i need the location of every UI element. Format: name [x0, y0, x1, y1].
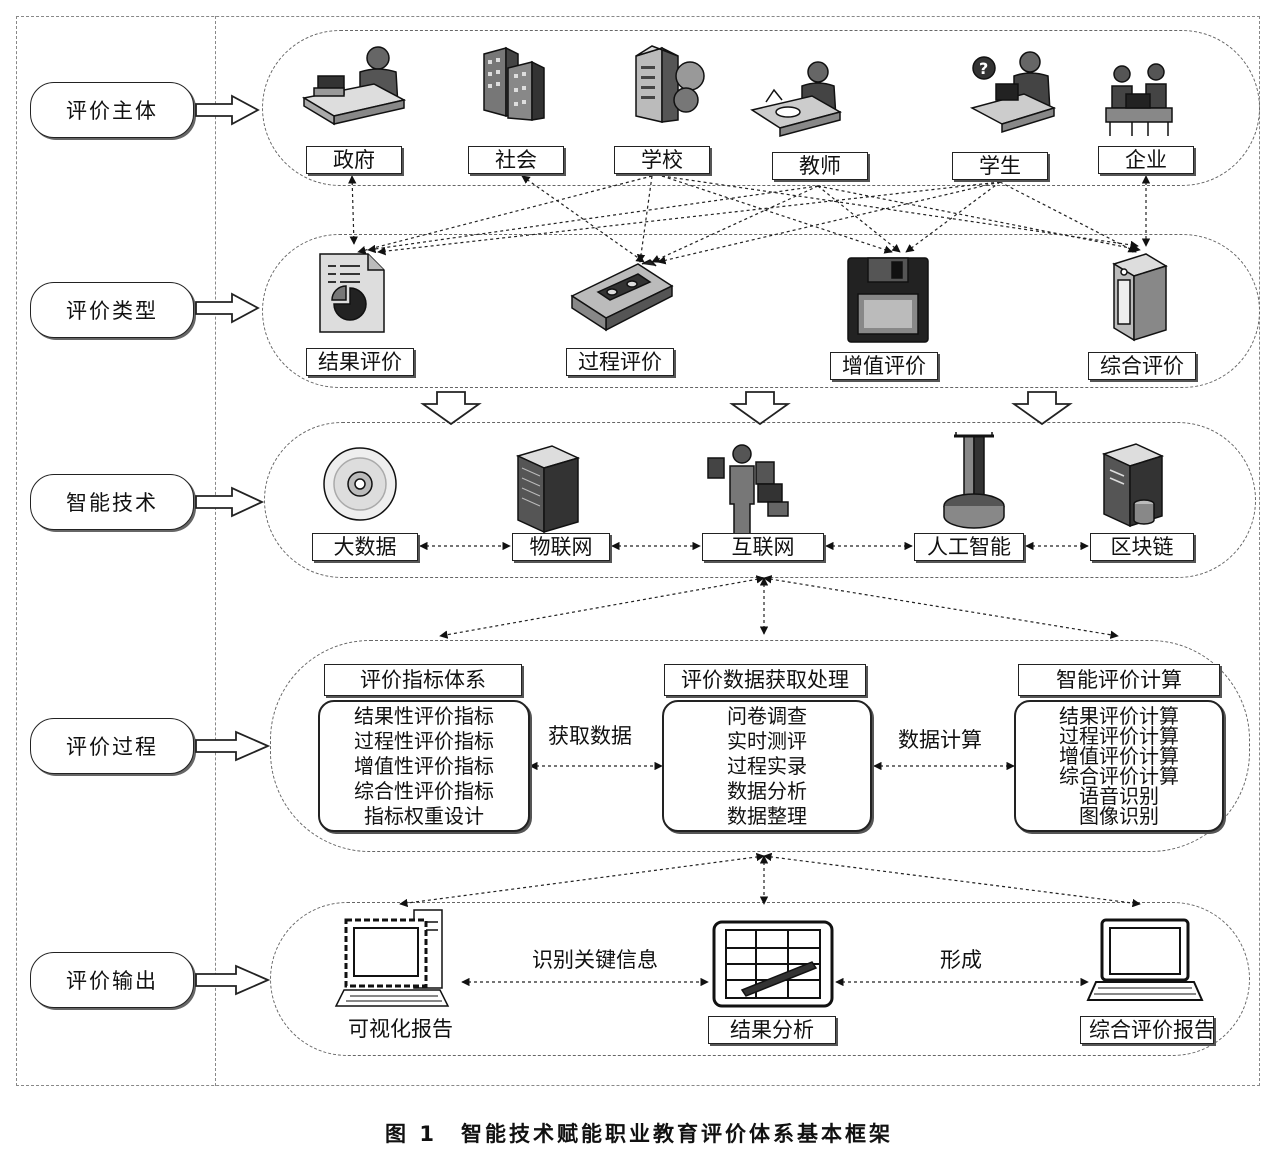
subject-tag-school: 学校	[614, 146, 710, 174]
process-left-item: 综合性评价指标	[354, 779, 494, 803]
stage-arrows	[195, 94, 271, 996]
type-tag-comprehensive: 综合评价	[1088, 352, 1196, 380]
stage-label-tech: 智能技术	[30, 474, 194, 530]
student-at-desk-icon: ?	[969, 51, 1057, 134]
process-left-item: 过程性评价指标	[354, 729, 494, 753]
laptop-icon	[1086, 918, 1204, 1001]
figure-number: 图 1	[385, 1122, 437, 1146]
tech-links	[419, 541, 1119, 639]
stage-label-subject: 评价主体	[30, 82, 194, 138]
process-links	[399, 761, 1141, 908]
link-label-data-compute: 数据计算	[898, 728, 982, 752]
report-document-icon	[319, 253, 385, 333]
process-right-item: 过程评价计算	[1059, 724, 1179, 748]
process-middle-item: 数据分析	[727, 779, 807, 803]
tech-tag-iot: 物联网	[512, 533, 610, 561]
process-middle-panel: 问卷调查 实时测评 过程实录 数据分析 数据整理	[662, 700, 872, 832]
process-right-item: 增值评价计算	[1059, 744, 1179, 768]
subject-type-links	[348, 175, 1151, 265]
tablet-icon	[712, 920, 834, 1008]
svg-text:?: ?	[979, 59, 988, 78]
official-at-desk-icon	[301, 46, 407, 126]
process-right-item: 语音识别	[1079, 784, 1159, 808]
stage-label-process: 评价过程	[30, 718, 194, 774]
stage-label-type: 评价类型	[30, 282, 194, 338]
process-right-item: 结果评价计算	[1059, 704, 1179, 728]
outer-frame	[16, 16, 1260, 1086]
buildings-icon	[483, 46, 545, 121]
process-middle-title: 评价数据获取处理	[664, 664, 866, 696]
stage-column	[16, 16, 216, 1086]
subject-tag-teacher: 教师	[772, 152, 868, 180]
subject-tag-society: 社会	[468, 146, 564, 174]
server-database-icon	[1101, 443, 1165, 528]
server-tower-icon	[1112, 253, 1168, 342]
output-tag-comprehensive-report: 综合评价报告	[1080, 1016, 1215, 1044]
type-tag-process: 过程评价	[566, 348, 674, 376]
output-tag-visual-report: 可视化报告	[340, 1016, 453, 1044]
process-left-panel: 结果性评价指标 过程性评价指标 增值性评价指标 综合性评价指标 指标权重设计	[318, 700, 530, 832]
process-middle-item: 实时测评	[727, 729, 807, 753]
subject-tag-enterprise: 企业	[1098, 146, 1194, 174]
band-process	[270, 640, 1250, 852]
teacher-at-desk-icon	[750, 61, 842, 137]
school-building-icon	[635, 45, 705, 123]
tech-tag-big-data: 大数据	[312, 533, 418, 561]
tech-tag-internet: 互联网	[702, 533, 824, 561]
down-arrows	[420, 391, 1073, 426]
link-label-identify-key-info: 识别关键信息	[532, 948, 658, 972]
process-right-title: 智能评价计算	[1018, 664, 1220, 696]
process-left-title: 评价指标体系	[324, 664, 522, 696]
output-tag-result-analysis: 结果分析	[708, 1016, 836, 1044]
enterprise-workers-icon	[1105, 63, 1173, 136]
desktop-computer-icon	[334, 909, 450, 1007]
floppy-disk-icon	[847, 257, 929, 343]
person-with-devices-icon	[707, 444, 789, 535]
figure-caption: 图 1 智能技术赋能职业教育评价体系基本框架	[0, 1118, 1278, 1148]
process-middle-item: 数据整理	[727, 804, 807, 828]
cd-disc-icon	[323, 447, 397, 521]
process-right-panel: 结果评价计算 过程评价计算 增值评价计算 综合评价计算 语音识别 图像识别	[1014, 700, 1224, 832]
server-rack-icon	[515, 445, 581, 534]
figure-title: 智能技术赋能职业教育评价体系基本框架	[460, 1122, 893, 1146]
process-left-item: 增值性评价指标	[354, 754, 494, 778]
link-label-acquire-data: 获取数据	[548, 724, 632, 748]
process-middle-item: 过程实录	[727, 754, 807, 778]
stage-label-output: 评价输出	[30, 952, 194, 1008]
process-left-item: 指标权重设计	[364, 804, 484, 828]
band-subject	[262, 30, 1260, 186]
process-left-item: 结果性评价指标	[354, 704, 494, 728]
subject-tag-government: 政府	[306, 146, 402, 174]
band-type	[262, 234, 1260, 388]
cassette-tape-icon	[570, 259, 674, 332]
tech-tag-blockchain: 区块链	[1090, 533, 1194, 561]
type-tag-result: 结果评价	[306, 348, 414, 376]
process-right-item: 综合评价计算	[1059, 764, 1179, 788]
process-middle-item: 问卷调查	[727, 704, 807, 728]
subject-tag-student: 学生	[952, 152, 1048, 180]
type-tag-value-added: 增值评价	[830, 352, 938, 380]
robot-arm-icon	[943, 432, 1005, 529]
tech-tag-ai: 人工智能	[914, 533, 1024, 561]
link-label-form: 形成	[940, 948, 982, 972]
process-right-item: 图像识别	[1079, 804, 1159, 828]
